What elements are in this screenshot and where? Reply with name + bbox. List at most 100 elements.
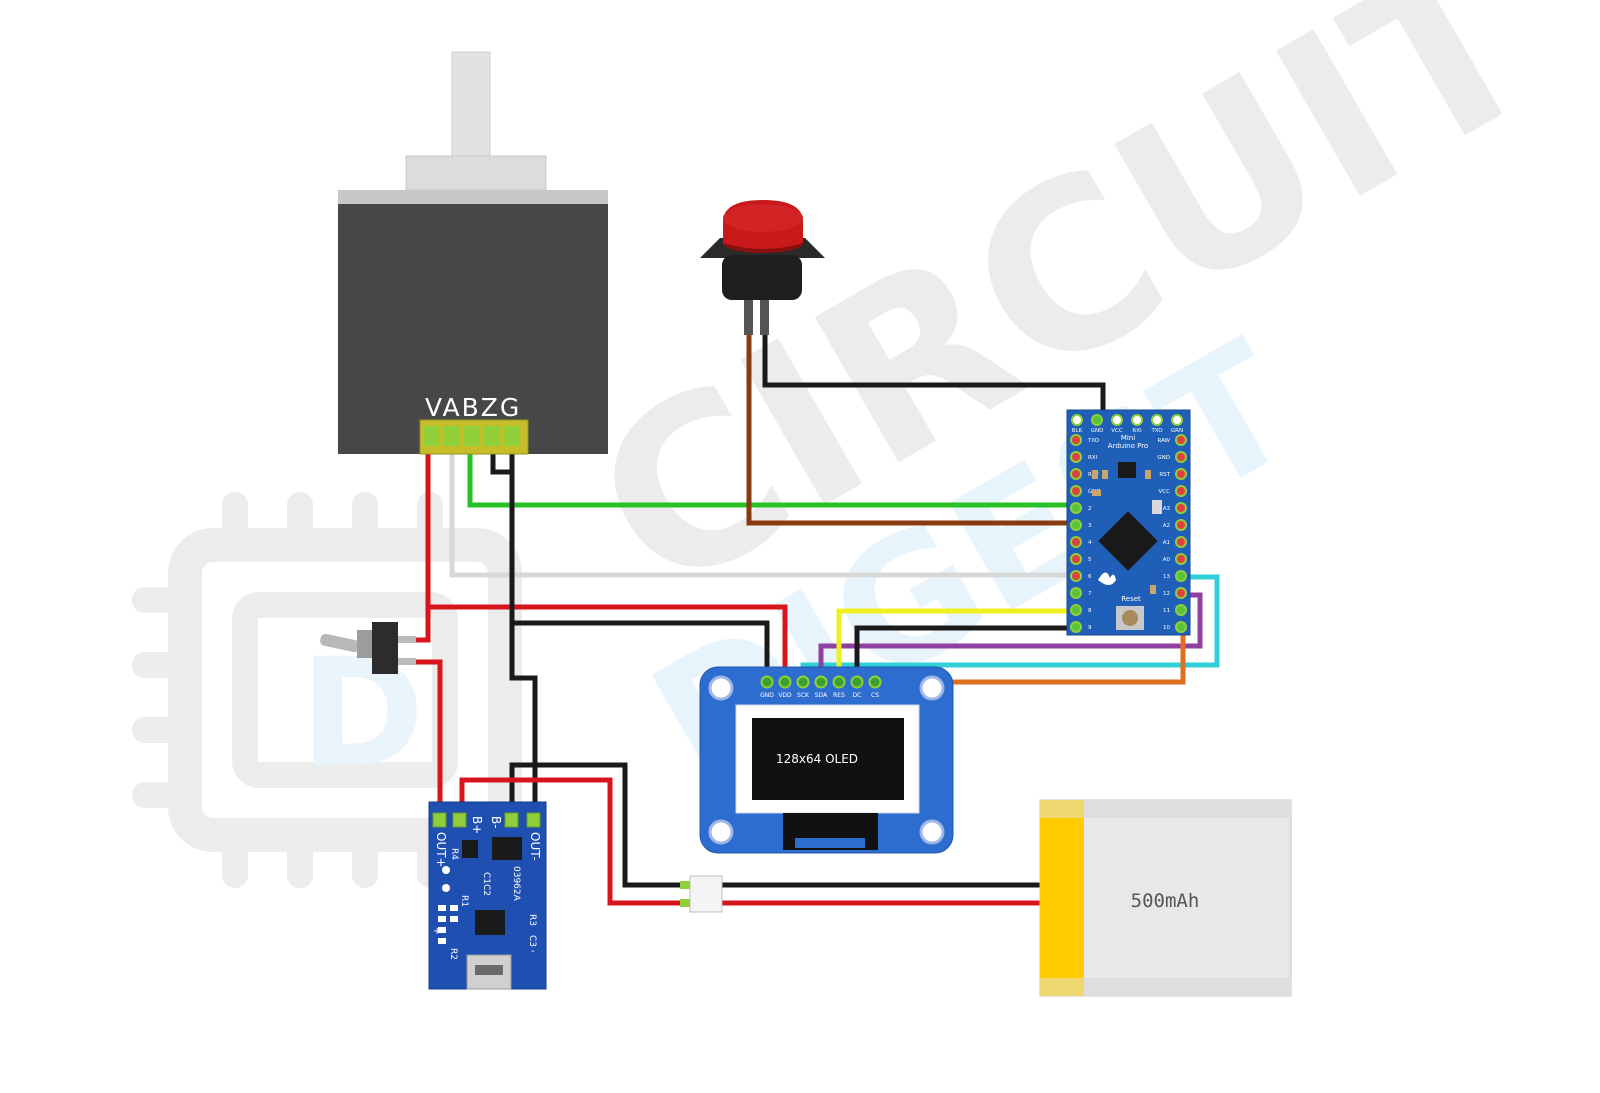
oled-pin <box>778 675 792 689</box>
button-leg-left <box>744 300 753 335</box>
arduino-right-pin <box>1175 451 1187 463</box>
oled-pin <box>850 675 864 689</box>
arduino-right-pin-label: 11 <box>1163 608 1170 614</box>
arduino-top-pin <box>1131 414 1143 426</box>
charger-protection-chip <box>492 837 522 860</box>
arduino-right-pin <box>1175 553 1187 565</box>
charger-label-c3: C3 <box>527 935 537 947</box>
arduino-smd-parts <box>1092 470 1156 594</box>
arduino-left-pin-label: 6 <box>1088 574 1092 580</box>
oled-pin-label: CS <box>871 692 879 699</box>
charger-label-out-minus: OUT- <box>528 832 542 861</box>
wire-orange-cs <box>875 630 1186 685</box>
oled-pin <box>832 675 846 689</box>
oled-pin-label: GND <box>760 692 774 699</box>
jst-pin-top <box>680 881 690 889</box>
arduino-right-pin-label: 10 <box>1163 625 1170 631</box>
arduino-top-pin-label: VCC <box>1111 428 1123 434</box>
oled-pin <box>796 675 810 689</box>
arduino-reset-button <box>1122 610 1138 626</box>
push-button <box>700 200 825 335</box>
arduino-right-pin-label: GND <box>1157 455 1170 461</box>
wire-purple-sda <box>818 592 1203 682</box>
oled-pin <box>868 675 882 689</box>
button-leg-right <box>760 300 769 335</box>
arduino-crystal <box>1152 500 1162 514</box>
arduino-right-pin-label: 12 <box>1163 591 1170 597</box>
button-cap-top <box>723 204 803 232</box>
encoder-bushing <box>405 155 547 191</box>
arduino-right-pin <box>1175 434 1187 446</box>
battery-tab-bottom-fold <box>1040 978 1084 996</box>
wire-red-charger-b <box>459 777 685 906</box>
arduino-top-pin <box>1111 414 1123 426</box>
oled-pin-label: DC <box>853 692 862 699</box>
charger-smd-pads <box>438 905 458 944</box>
wire-red-to-oled-vdd <box>428 604 788 682</box>
arduino-left-pin <box>1070 536 1082 548</box>
charger-label-r3: R3 <box>527 914 537 926</box>
switch-body <box>372 622 398 674</box>
oled-pin <box>760 675 774 689</box>
battery-tab-top-fold <box>1040 800 1084 818</box>
encoder-body <box>338 204 608 454</box>
charger-label-c1c2: C1C2 <box>481 872 491 896</box>
charger-label-out-plus: OUT+ <box>434 832 448 868</box>
arduino-right-pin-label: A0 <box>1163 557 1171 563</box>
oled-mount-holes <box>708 675 945 845</box>
arduino-left-pin-label: 5 <box>1088 557 1092 563</box>
arduino-top-pin <box>1171 414 1183 426</box>
wire-black-main <box>509 430 538 820</box>
arduino-left-pin-label: RXI <box>1088 455 1098 461</box>
arduino-title-line1: Mini <box>1121 434 1135 442</box>
battery-top-seam <box>1084 800 1291 818</box>
arduino-left-pin <box>1070 519 1082 531</box>
charger-label-r2: R2 <box>448 948 458 960</box>
toggle-switch <box>320 622 416 674</box>
charger-label-minus: - <box>531 946 535 957</box>
wire-black-charger-b <box>509 762 685 888</box>
charger-mosfet <box>462 840 478 858</box>
arduino-right-pin-label: A2 <box>1163 523 1170 529</box>
switch-pin-top <box>398 636 416 643</box>
arduino-right-pin <box>1175 587 1187 599</box>
rotary-encoder: VABZG <box>338 51 608 455</box>
arduino-right-pin-label: RST <box>1159 472 1170 478</box>
arduino-top-pin-label: BLK <box>1072 428 1083 434</box>
arduino-top-pin-label: RXI <box>1132 428 1142 434</box>
arduino-right-pin <box>1175 468 1187 480</box>
arduino-left-pin <box>1070 434 1082 446</box>
encoder-plate <box>338 190 608 204</box>
arduino-left-pin <box>1070 621 1082 633</box>
wire-black-to-oled-gnd <box>512 620 770 682</box>
arduino-top-pin-label: GRN <box>1171 428 1183 434</box>
arduino-regulator <box>1118 462 1136 478</box>
oled-pin <box>814 675 828 689</box>
arduino-left-pin <box>1070 502 1082 514</box>
arduino-reset-label: Reset <box>1121 595 1141 603</box>
arduino-right-pin-label: VCC <box>1159 489 1171 495</box>
arduino-title-line2: Arduino Pro <box>1108 442 1148 450</box>
arduino-left-pin-label: 4 <box>1088 540 1092 546</box>
encoder-shaft <box>451 51 491 161</box>
jst-body <box>689 875 723 913</box>
oled-pin-label: SCK <box>797 692 810 699</box>
arduino-top-pin <box>1071 414 1083 426</box>
oled-pin-label: VDD <box>778 692 792 699</box>
oled-pin-label: SDA <box>815 692 828 699</box>
switch-pin-bottom <box>398 658 416 665</box>
jst-pin-bottom <box>680 899 690 907</box>
arduino-right-pin-label: A3 <box>1163 506 1171 512</box>
charger-module: OUT+ B+ B- OUT- R4 C1C2 03962A R1 R2 C3 … <box>428 801 547 990</box>
switch-collar <box>357 630 373 658</box>
wire-red-switch-out <box>415 659 443 820</box>
wire-black-button <box>762 330 1106 420</box>
button-body <box>722 255 802 300</box>
arduino-right-pin <box>1175 502 1187 514</box>
arduino-left-pin <box>1070 570 1082 582</box>
arduino-chip <box>1098 511 1158 571</box>
